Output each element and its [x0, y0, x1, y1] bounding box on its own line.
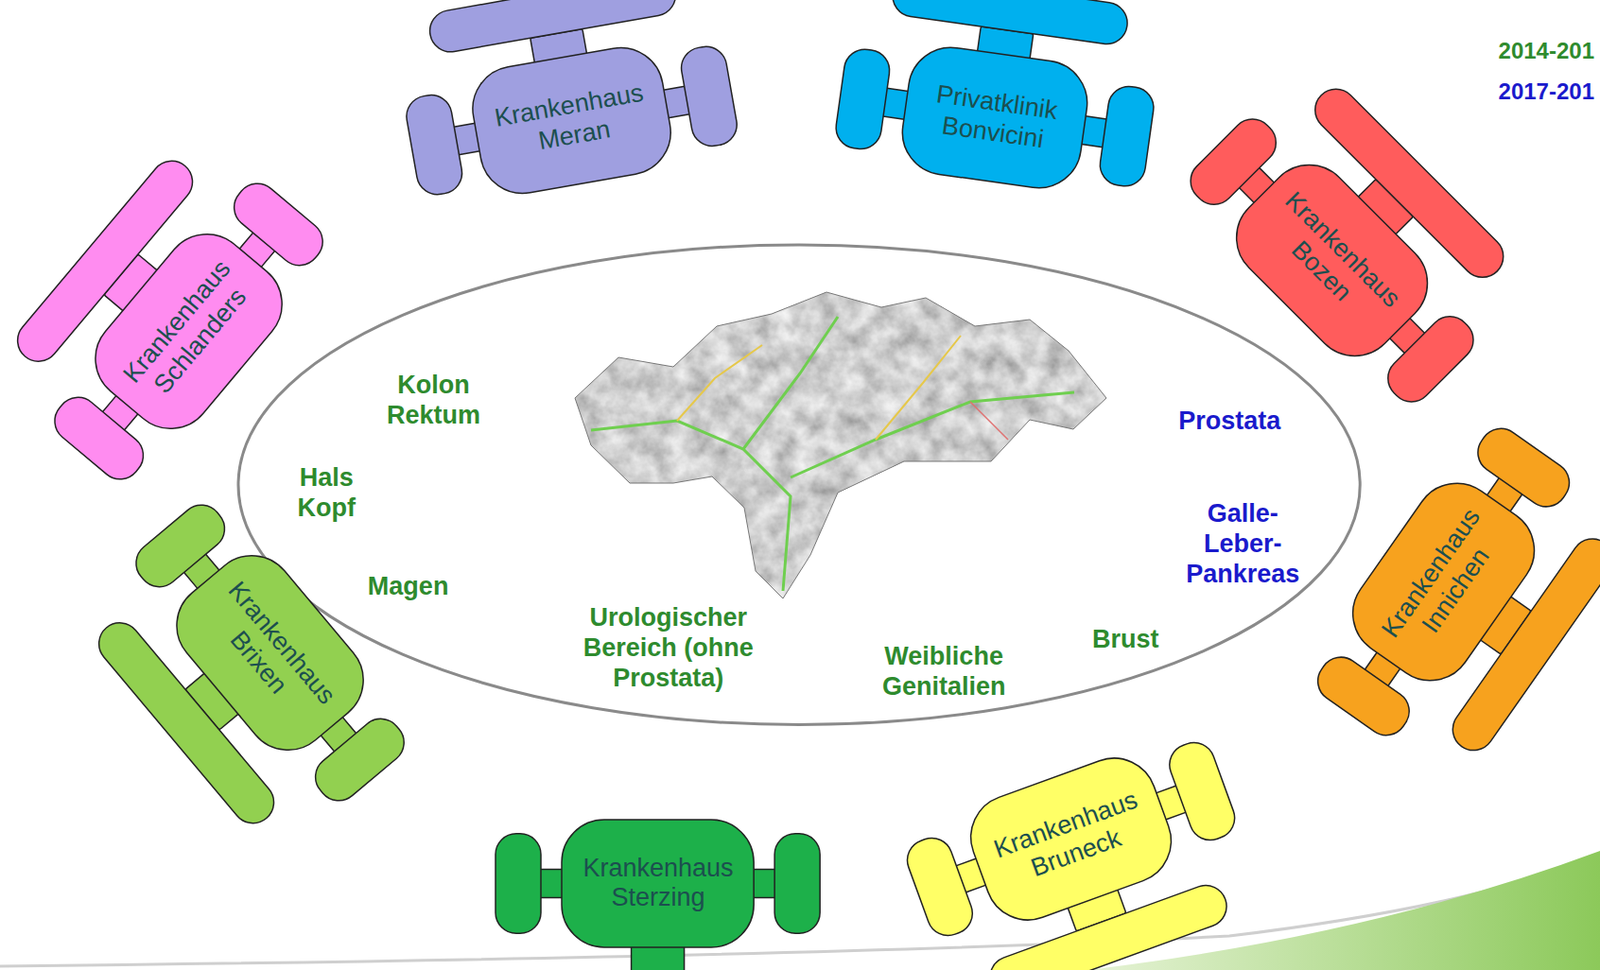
chair-arm — [1164, 736, 1241, 846]
chair-arm — [495, 834, 541, 934]
chair-seat — [159, 538, 382, 767]
cancer-site-label: Urologischer Bereich (ohne Prostata) — [540, 602, 797, 695]
chair-seat — [897, 41, 1094, 193]
chair-arm — [678, 43, 741, 150]
cancer-site-label: Weibliche Genitalien — [882, 641, 1007, 703]
chair-arm — [1097, 83, 1157, 189]
chair-shape — [312, 0, 831, 354]
map-outline — [574, 292, 1107, 599]
chair-seat — [1336, 466, 1551, 697]
hospital-chair: Krankenhaus Innichen — [1336, 466, 1551, 697]
chair-arm — [833, 46, 892, 152]
cancer-site-label: Hals Kopf — [297, 462, 356, 524]
chair-shape — [747, 0, 1243, 343]
cancer-site-label: Brust — [1092, 624, 1160, 655]
chair-seat — [959, 746, 1184, 932]
chair-seat — [466, 40, 678, 200]
oval-shape — [238, 244, 1360, 725]
hospital-chair: Krankenhaus Sterzing — [561, 819, 754, 948]
hospital-chair: Krankenhaus Bozen — [1218, 147, 1445, 374]
hospital-chair: Krankenhaus Schlanders — [78, 216, 300, 446]
hospital-name: Krankenhaus Sterzing — [582, 853, 733, 913]
chair-arm — [402, 91, 466, 198]
map-illustration — [563, 288, 1113, 603]
map-relief — [563, 288, 1113, 603]
chair-shape — [789, 575, 1354, 970]
chair-arm — [902, 832, 979, 941]
chair-seat — [78, 216, 300, 446]
table-oval: Kolon RektumHals KopfMagenUrologischer B… — [236, 243, 1362, 727]
cancer-site-label: Prostata — [1178, 405, 1281, 436]
hospital-chair: Krankenhaus Bruneck — [959, 746, 1184, 932]
cancer-site-label: Magen — [367, 571, 450, 602]
year-range-label: 2014-201 — [1498, 37, 1595, 65]
cancer-site-label: Galle- Leber- Pankreas — [1185, 498, 1300, 591]
hospital-chair: Krankenhaus Brixen — [159, 538, 382, 767]
chair-seat — [1218, 147, 1445, 374]
oval-outline — [236, 243, 1362, 727]
chair-shape — [429, 687, 887, 970]
year-range-label: 2017-201 — [1498, 78, 1595, 105]
hospital-chair: Privatklinik Bonvicini — [897, 41, 1094, 193]
cancer-site-label: Kolon Rektum — [386, 369, 481, 432]
chair-backrest — [889, 0, 1131, 47]
chair-seat — [561, 819, 754, 948]
hospital-chair: Krankenhaus Meran — [466, 40, 678, 200]
chair-backrest — [426, 0, 679, 55]
chair-arm — [775, 834, 821, 934]
